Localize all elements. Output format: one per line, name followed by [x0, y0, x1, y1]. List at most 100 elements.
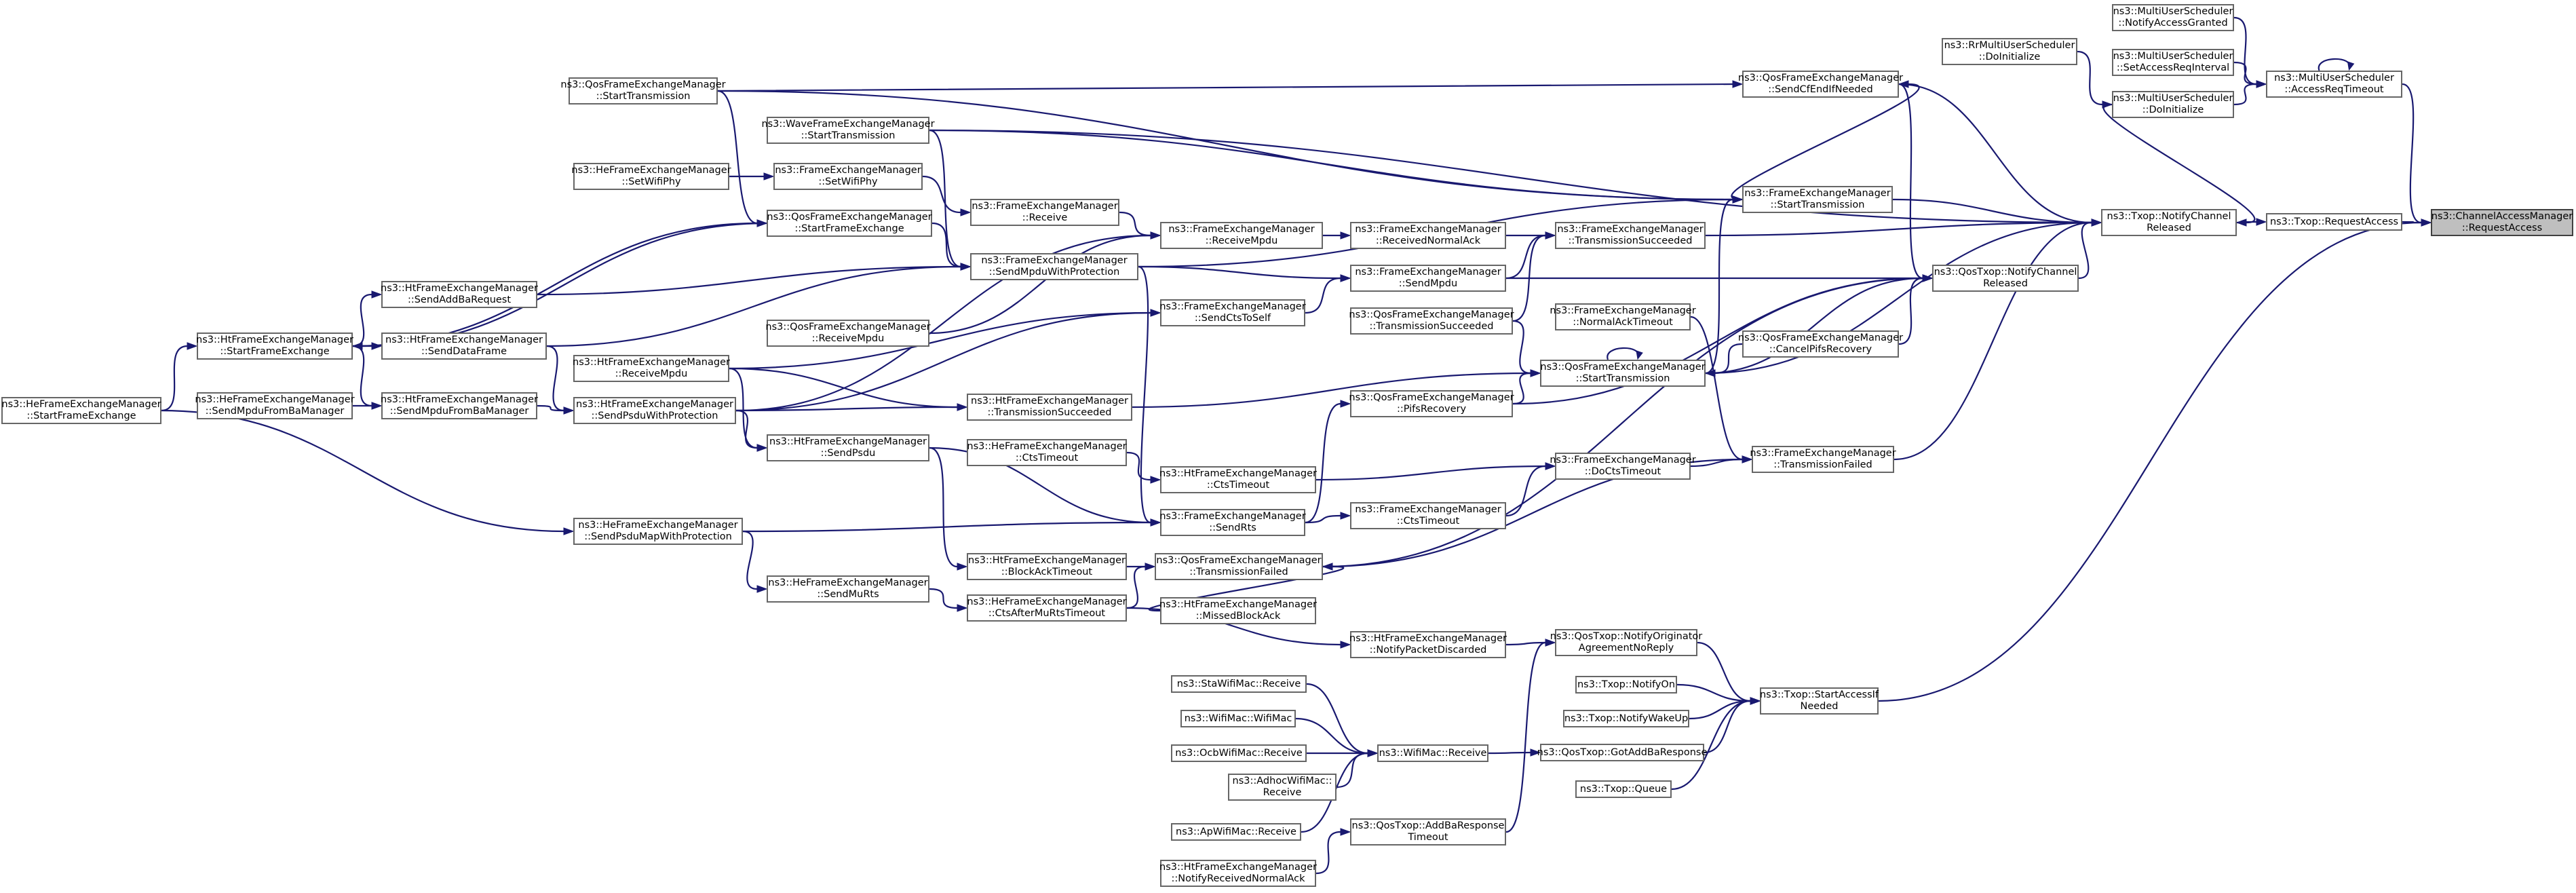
node-label: ns3::QosTxop::GotAddBaResponse [1537, 746, 1708, 758]
node-htframeexchangemanager-transmissionsucceeded[interactable]: ns3::HtFrameExchangeManager ::Transmissi… [967, 394, 1132, 421]
node-label: ns3::QosTxop::NotifyChannel Released [1934, 267, 2077, 289]
edge-n28-to-n14 [1512, 320, 1541, 377]
node-label: ns3::AdhocWifiMac:: Receive [1232, 776, 1332, 798]
node-heframeexchangemanager-startframeexchange[interactable]: ns3::HeFrameExchangeManager ::StartFrame… [1, 397, 161, 424]
edge-n11-to-n09 [1898, 83, 2102, 227]
node-label: ns3::FrameExchangeManager ::NormalAckTim… [1550, 305, 1696, 328]
node-htframeexchangemanager-notifyreceivednormalack[interactable]: ns3::HtFrameExchangeManager ::NotifyRece… [1159, 860, 1317, 887]
node-multiuserscheduler-accessreqtimeout[interactable]: ns3::MultiUserScheduler ::AccessReqTimeo… [2266, 71, 2402, 98]
node-label: ns3::MultiUserScheduler ::DoInitialize [2113, 93, 2233, 115]
node-qosframeexchangemanager-receivempdu[interactable]: ns3::QosFrameExchangeManager ::ReceiveMp… [765, 320, 931, 347]
edge-n23-to-n11 [717, 80, 1744, 92]
node-htframeexchangemanager-notifypacketdiscarded[interactable]: ns3::HtFrameExchangeManager ::NotifyPack… [1349, 631, 1507, 658]
node-qosframeexchangemanager-cancelpifsrecovery[interactable]: ns3::QosFrameExchangeManager ::CancelPif… [1738, 330, 1903, 358]
node-label: ns3::WifiMac::Receive [1379, 747, 1487, 759]
node-apwifimac-receive[interactable]: ns3::ApWifiMac::Receive [1171, 823, 1301, 841]
node-qostxop-notifychannelreleased[interactable]: ns3::QosTxop::NotifyChannel Released [1932, 265, 2079, 292]
edge-n54-to-n36 [929, 231, 1161, 335]
node-wifimac-receive[interactable]: ns3::WifiMac::Receive [1377, 744, 1488, 762]
edge-n63-to-n38 [742, 518, 1161, 533]
node-frameexchangemanager-starttransmission[interactable]: ns3::FrameExchangeManager ::StartTransmi… [1742, 186, 1893, 213]
node-qosframeexchangemanager-sendcfendifneeded[interactable]: ns3::QosFrameExchangeManager ::SendCfEnd… [1738, 71, 1903, 98]
node-heframeexchangemanager-ctsaftermurtstimeout[interactable]: ns3::HeFrameExchangeManager ::CtsAfterMu… [967, 594, 1127, 622]
node-label: ns3::HtFrameExchangeManager ::MissedBloc… [1159, 599, 1317, 622]
node-label: ns3::HtFrameExchangeManager ::SendMpduFr… [381, 394, 538, 417]
node-rrmultiuserscheduler-doinitialize[interactable]: ns3::RrMultiUserScheduler ::DoInitialize [1942, 38, 2077, 65]
node-label: ns3::QosTxop::AddBaResponse Timeout [1351, 820, 1505, 843]
node-multiuserscheduler-doinitialize[interactable]: ns3::MultiUserScheduler ::DoInitialize [2112, 91, 2234, 118]
edge-n56-to-n51 [929, 588, 968, 612]
node-label: ns3::FrameExchangeManager ::ReceiveMpdu [1168, 224, 1315, 246]
node-htframeexchangemanager-receivempdu[interactable]: ns3::HtFrameExchangeManager ::ReceiveMpd… [573, 355, 730, 382]
node-label: ns3::HtFrameExchangeManager ::SendPsduWi… [576, 399, 733, 421]
node-stawifimac-receive[interactable]: ns3::StaWifiMac::Receive [1171, 675, 1307, 693]
node-label: ns3::HtFrameExchangeManager ::NotifyPack… [1349, 633, 1507, 656]
node-htframeexchangemanager-sendpsduwithprotection[interactable]: ns3::HtFrameExchangeManager ::SendPsduWi… [573, 397, 736, 424]
node-label: ns3::Txop::NotifyChannel Released [2107, 211, 2231, 233]
node-txop-startaccessifneeded[interactable]: ns3::Txop::StartAccessIf Needed [1760, 687, 1879, 715]
node-label: ns3::HeFrameExchangeManager ::SetWifiPhy [571, 165, 731, 187]
node-adhocwifimac-receive[interactable]: ns3::AdhocWifiMac:: Receive [1228, 774, 1337, 801]
node-qostxop-notifyoriginatoragreementnoreply[interactable]: ns3::QosTxop::NotifyOriginator Agreement… [1550, 629, 1702, 656]
edge-n24-to-n09 [929, 129, 2102, 227]
node-txop-notifyon[interactable]: ns3::Txop::NotifyOn [1575, 676, 1677, 694]
edge-n61-to-n55 [735, 409, 768, 452]
node-htframeexchangemanager-sendaddbarequest[interactable]: ns3::HtFrameExchangeManager ::SendAddBaR… [381, 281, 538, 308]
node-txop-requestaccess[interactable]: ns3::Txop::RequestAccess [2266, 213, 2402, 231]
node-label: ns3::WaveFrameExchangeManager ::StartTra… [761, 119, 935, 141]
node-txop-queue[interactable]: ns3::Txop::Queue [1575, 780, 1672, 798]
node-frameexchangemanager-normalacktimeout[interactable]: ns3::FrameExchangeManager ::NormalAckTim… [1550, 303, 1696, 330]
node-txop-notifywakeup[interactable]: ns3::Txop::NotifyWakeUp [1563, 710, 1689, 727]
node-htframeexchangemanager-sendmpdufrombamanager[interactable]: ns3::HtFrameExchangeManager ::SendMpduFr… [381, 392, 538, 419]
node-htframeexchangemanager-senddataframe[interactable]: ns3::HtFrameExchangeManager ::SendDataFr… [381, 332, 547, 360]
node-frameexchangemanager-sendctstoself[interactable]: ns3::FrameExchangeManager ::SendCtsToSel… [1159, 299, 1306, 326]
node-qosframeexchangemanager-pifsrecovery[interactable]: ns3::QosFrameExchangeManager ::PifsRecov… [1349, 390, 1514, 417]
node-qostxop-gotaddbaresponse[interactable]: ns3::QosTxop::GotAddBaResponse [1537, 744, 1707, 761]
node-frameexchangemanager-receivednormalack[interactable]: ns3::FrameExchangeManager ::ReceivedNorm… [1350, 222, 1506, 249]
node-qostxop-addbaresponsetimeout[interactable]: ns3::QosTxop::AddBaResponse Timeout [1350, 818, 1506, 846]
node-qosframeexchangemanager-starttransmission[interactable]: ns3::QosFrameExchangeManager ::StartTran… [560, 77, 726, 104]
node-frameexchangemanager-transmissionsucceeded[interactable]: ns3::FrameExchangeManager ::Transmission… [1555, 222, 1706, 249]
node-heframeexchangemanager-sendmurts[interactable]: ns3::HeFrameExchangeManager ::SendMuRts [767, 575, 929, 603]
node-frameexchangemanager-ctstimeout[interactable]: ns3::FrameExchangeManager ::CtsTimeout [1350, 502, 1506, 529]
node-frameexchangemanager-sendmpdu[interactable]: ns3::FrameExchangeManager ::SendMpdu [1350, 265, 1506, 292]
node-frameexchangemanager-sendrts[interactable]: ns3::FrameExchangeManager ::SendRts [1159, 509, 1306, 536]
node-wifimac-wifimac[interactable]: ns3::WifiMac::WifiMac [1180, 710, 1296, 727]
node-label: ns3::Txop::NotifyOn [1577, 679, 1676, 690]
node-qosframeexchangemanager-transmissionsucceeded[interactable]: ns3::QosFrameExchangeManager ::Transmiss… [1349, 307, 1514, 335]
node-htframeexchangemanager-sendpsdu[interactable]: ns3::HtFrameExchangeManager ::SendPsdu [767, 434, 929, 461]
node-qosframeexchangemanager-starttransmission[interactable]: ns3::QosFrameExchangeManager ::StartTran… [1540, 360, 1706, 387]
node-heframeexchangemanager-sendmpdufrombamanager[interactable]: ns3::HeFrameExchangeManager ::SendMpduFr… [195, 392, 355, 419]
edge-n16-to-n14 [1704, 343, 1743, 377]
node-frameexchangemanager-doctstimeout[interactable]: ns3::FrameExchangeManager ::DoCtsTimeout [1550, 453, 1696, 480]
node-heframeexchangemanager-setwifiphy[interactable]: ns3::HeFrameExchangeManager ::SetWifiPhy [571, 163, 731, 190]
node-ocbwifimac-receive[interactable]: ns3::OcbWifiMac::Receive [1171, 744, 1307, 762]
node-frameexchangemanager-receivempdu[interactable]: ns3::FrameExchangeManager ::ReceiveMpdu [1160, 222, 1323, 249]
edge-n26-to-n13 [1505, 231, 1556, 280]
node-heframeexchangemanager-ctstimeout[interactable]: ns3::HeFrameExchangeManager ::CtsTimeout [967, 439, 1127, 466]
node-frameexchangemanager-receive[interactable]: ns3::FrameExchangeManager ::Receive [970, 199, 1119, 226]
node-qosframeexchangemanager-transmissionfailed[interactable]: ns3::QosFrameExchangeManager ::Transmiss… [1155, 553, 1323, 580]
node-htframeexchangemanager-ctstimeout[interactable]: ns3::HtFrameExchangeManager ::CtsTimeout [1159, 466, 1317, 493]
node-qosframeexchangemanager-startframeexchange[interactable]: ns3::QosFrameExchangeManager ::StartFram… [767, 210, 932, 237]
node-multiuserscheduler-notifyaccessgranted[interactable]: ns3::MultiUserScheduler ::NotifyAccessGr… [2112, 4, 2234, 31]
node-htframeexchangemanager-missedblockack[interactable]: ns3::HtFrameExchangeManager ::MissedBloc… [1159, 597, 1317, 624]
node-label: ns3::Txop::Queue [1579, 783, 1668, 795]
node-htframeexchangemanager-blockacktimeout[interactable]: ns3::HtFrameExchangeManager ::BlockAckTi… [967, 553, 1127, 580]
node-waveframeexchangemanager-starttransmission[interactable]: ns3::WaveFrameExchangeManager ::StartTra… [761, 117, 935, 144]
edge-n18-to-n04 [1697, 641, 1761, 705]
node-label: ns3::HtFrameExchangeManager ::ReceiveMpd… [573, 357, 730, 379]
node-label: ns3::QosFrameExchangeManager ::PifsRecov… [1349, 392, 1514, 415]
node-multiuserscheduler-setaccessreqinterval[interactable]: ns3::MultiUserScheduler ::SetAccessReqIn… [2112, 49, 2234, 76]
node-htframeexchangemanager-startframeexchange[interactable]: ns3::HtFrameExchangeManager ::StartFrame… [196, 332, 353, 360]
node-frameexchangemanager-setwifiphy[interactable]: ns3::FrameExchangeManager ::SetWifiPhy [773, 163, 923, 190]
node-label: ns3::HeFrameExchangeManager ::CtsAfterMu… [967, 596, 1127, 619]
edge-n14-to-n14 [1607, 347, 1643, 360]
node-label: ns3::FrameExchangeManager ::CtsTimeout [1355, 504, 1501, 527]
node-frameexchangemanager-sendmpduwithprotection[interactable]: ns3::FrameExchangeManager ::SendMpduWith… [970, 253, 1138, 280]
node-heframeexchangemanager-sendpsdumapwithprotection[interactable]: ns3::HeFrameExchangeManager ::SendPsduMa… [573, 518, 743, 545]
node-frameexchangemanager-transmissionfailed[interactable]: ns3::FrameExchangeManager ::Transmission… [1750, 446, 1896, 473]
node-txop-notifychannelreleased[interactable]: ns3::Txop::NotifyChannel Released [2101, 209, 2237, 236]
node-label: ns3::FrameExchangeManager ::Transmission… [1557, 224, 1704, 246]
